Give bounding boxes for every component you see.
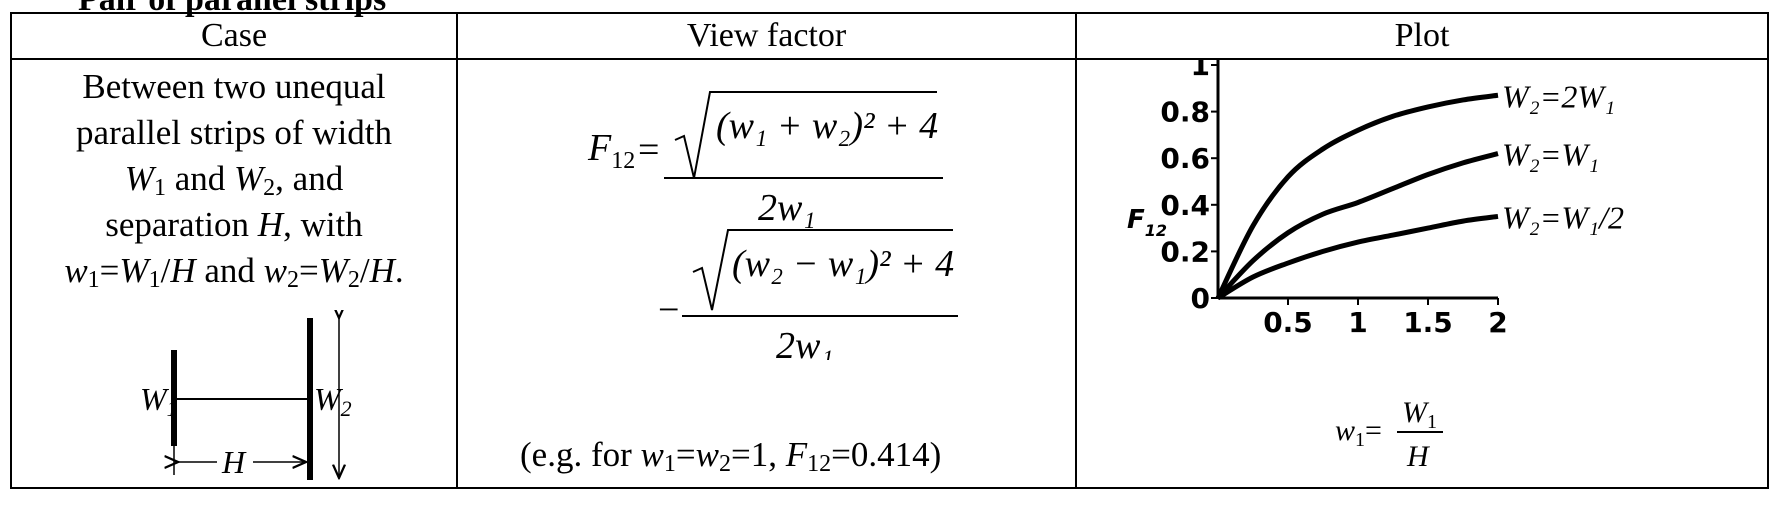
y-tick-label: 0.6: [1160, 142, 1210, 175]
case-description: Between two unequal parallel strips of w…: [64, 67, 404, 293]
view-factor-table: Case View factor Plot Between two unequa…: [10, 12, 1769, 489]
example-values: (e.g. for w1=w2=1, F12=0.414): [520, 435, 942, 477]
w1-label: W1: [140, 381, 178, 421]
y-axis-label: F12: [1127, 205, 1167, 240]
series-label: W₂=W₁: [1502, 137, 1599, 173]
y-tick-label: 0: [1191, 282, 1210, 315]
x-axis-label-num: W1: [1402, 396, 1437, 433]
y-tick-label: 1: [1191, 60, 1210, 82]
plot-cell: 0 0.2 0.4 0.6 0.8 1 0.5 1 1.5 2 W₂=2W₁ W₂=W₁ W₂=W₁/2…: [1075, 58, 1769, 489]
y-tick-label: 0.2: [1160, 235, 1210, 268]
h-label: H: [221, 444, 247, 480]
y-tick-label: 0.4: [1160, 189, 1210, 222]
numerator-2: (w₂ − w₁)² + 4: [732, 243, 954, 285]
view-factor-cell: F12 = (w₁ + w₂)² + 4 2w₁ − (w₂ − w₁)² + …: [456, 58, 1077, 489]
w2-label: W2: [314, 381, 352, 421]
x-tick-label: 1.5: [1403, 306, 1453, 339]
x-axis-label-den: H: [1406, 440, 1431, 473]
view-factor-plot: 0 0.2 0.4 0.6 0.8 1 0.5 1 1.5 2 W₂=2W₁ W₂=W₁ W₂=W₁/2…: [1127, 60, 1624, 473]
formula-lhs: F12: [587, 127, 635, 174]
numerator-1: (w₁ + w₂)² + 4: [716, 105, 938, 147]
x-tick-label: 2: [1488, 306, 1507, 339]
case-cell: Between two unequal parallel strips of w…: [10, 58, 458, 489]
header-view-factor: View factor: [456, 12, 1077, 60]
y-tick-label: 0.8: [1160, 96, 1210, 129]
series-label: W₂=2W₁: [1502, 78, 1615, 114]
x-axis-label-lhs: w1=: [1335, 414, 1382, 451]
denominator-2: 2w₁: [776, 325, 834, 360]
strips-diagram: W1 W2 H: [140, 310, 352, 480]
header-row: Case View factor Plot: [10, 12, 1769, 60]
header-plot: Plot: [1075, 12, 1769, 60]
view-factor-formula: F12 = (w₁ + w₂)² + 4 2w₁ − (w₂ − w₁)² + …: [587, 91, 958, 360]
table-row: Between two unequal parallel strips of w…: [10, 58, 1769, 489]
x-tick-label: 1: [1348, 306, 1367, 339]
series-line: [1216, 151, 1499, 300]
header-case: Case: [10, 12, 458, 60]
minus-sign: −: [658, 289, 679, 331]
series-label: W₂=W₁/2: [1502, 199, 1624, 235]
formula-equals: =: [638, 129, 659, 171]
sqrt-sign-2: [692, 229, 953, 311]
x-tick-label: 0.5: [1263, 306, 1313, 339]
denominator-1: 2w₁: [758, 187, 816, 229]
series-line: [1215, 92, 1499, 300]
series-line: [1216, 213, 1499, 301]
